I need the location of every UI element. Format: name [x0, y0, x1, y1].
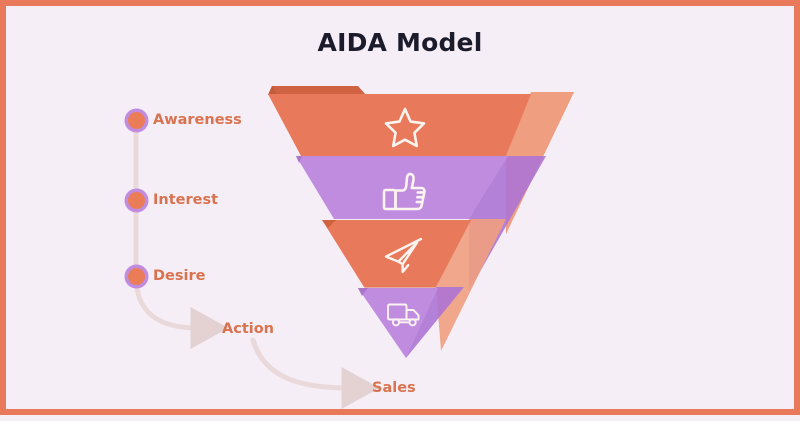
label-interest[interactable]: Interest: [153, 192, 219, 208]
delivery-truck-icon: [387, 303, 420, 327]
funnel-diagram: [268, 86, 574, 358]
funnel-segment-interest-notch: [296, 156, 302, 163]
funnel-top-lip: [268, 86, 366, 95]
timeline-dot-interest[interactable]: [128, 192, 145, 209]
funnel-side-face-4: [406, 287, 464, 358]
star-icon: [384, 107, 426, 148]
label-awareness[interactable]: Awareness: [153, 112, 242, 128]
arrow-desire-to-action: [133, 273, 229, 349]
canvas-inner: AIDA Model: [6, 6, 794, 409]
paper-plane-icon: [384, 237, 423, 274]
funnel-segment-awareness[interactable]: [268, 94, 531, 156]
funnel-top-lip-corner: [268, 86, 278, 96]
funnel-side-face-2: [469, 156, 546, 291]
funnel-segment-desire-notch: [322, 220, 336, 228]
timeline-dot-desire[interactable]: [128, 268, 145, 285]
label-sales[interactable]: Sales: [372, 380, 416, 396]
arrow-action-to-sales: [250, 337, 380, 409]
funnel-segment-interest[interactable]: [296, 156, 508, 219]
funnel-segment-desire[interactable]: [322, 220, 471, 287]
label-desire[interactable]: Desire: [153, 268, 206, 284]
funnel-segment-action-notch: [358, 288, 368, 296]
funnel-segment-action[interactable]: [358, 288, 438, 358]
timeline-dot-awareness[interactable]: [128, 112, 145, 129]
thumbs-up-icon: [382, 172, 426, 211]
page-title: AIDA Model: [317, 28, 483, 57]
label-action[interactable]: Action: [222, 321, 275, 337]
